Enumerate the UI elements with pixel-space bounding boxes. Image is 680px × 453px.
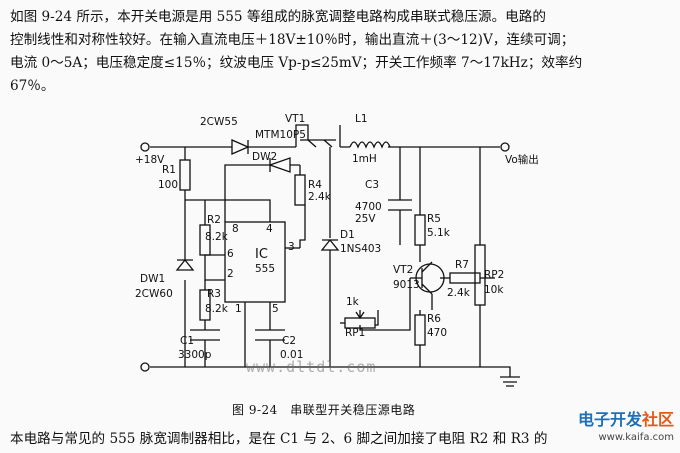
label-c1: C1 [180, 335, 194, 347]
circuit-wires [140, 124, 520, 387]
intro-line: 电流 0～5A；电压稳定度≤15％；纹波电压 Vp-p≤25mV；开关工作频率 … [10, 55, 583, 71]
figure-caption: 图 9-24 串联型开关稳压源电路 [232, 403, 416, 417]
bottom-paragraph: 本电路与常见的 555 脉宽调制器相比，是在 C1 与 2、6 脚之间加接了电阻… [10, 428, 674, 451]
label-vt1: VT1 [285, 113, 305, 125]
label-rp1-value: 1k [346, 296, 360, 308]
label-1ns403: 1NS403 [340, 243, 381, 255]
label-2cw60: 2CW60 [135, 288, 173, 300]
site-logo-part2: 社区 [641, 410, 674, 429]
label-r5-value: 5.1k [427, 227, 451, 239]
label-r7: R7 [455, 259, 469, 271]
label-pin8: 8 [232, 223, 239, 235]
label-dw1: DW1 [140, 273, 165, 285]
component-labels: 2CW55 VT1 MTM10P5 L1 1mH +18V Vo输出 R1 10… [135, 113, 539, 361]
label-r4-value: 2.4k [308, 191, 332, 203]
label-c2-value: 0.01 [280, 349, 303, 361]
label-r6-value: 470 [427, 327, 447, 339]
label-c3-value2: 25V [355, 213, 376, 225]
label-r3-value: 8.2k [205, 303, 229, 315]
label-pin2: 2 [227, 268, 234, 280]
site-logo-part1: 电子开发 [577, 410, 642, 429]
label-r3: R3 [207, 288, 221, 300]
label-c3-value1: 4700 [355, 201, 382, 213]
watermark: www.dltdl.com [246, 358, 377, 376]
label-mtm10p5: MTM10P5 [255, 129, 306, 141]
label-input: +18V [135, 154, 165, 166]
label-r1: R1 [162, 164, 176, 176]
intro-line: 如图 9-24 所示，本开关电源是用 555 等组成的脉宽调整电路构成串联式稳压… [10, 9, 546, 25]
label-r4: R4 [308, 179, 322, 191]
label-r6: R6 [427, 313, 441, 325]
label-rp1: RP1 [345, 327, 365, 339]
label-pin5: 5 [272, 303, 279, 315]
site-logo[interactable]: 电子开发社区 [578, 406, 674, 430]
label-2cw55: 2CW55 [200, 116, 238, 128]
label-r7-value: 2.4k [447, 287, 471, 299]
label-pin3: 3 [288, 241, 295, 253]
label-c2: C2 [282, 335, 296, 347]
label-pin6: 6 [227, 248, 234, 260]
label-r5: R5 [427, 213, 441, 225]
label-pin1: 1 [235, 303, 242, 315]
label-ic: IC [255, 247, 268, 262]
site-url[interactable]: www.kaifa.com [598, 432, 674, 443]
label-555: 555 [255, 263, 275, 275]
label-r2: R2 [207, 214, 221, 226]
label-pin4: 4 [266, 223, 273, 235]
label-c1-value: 3300p [178, 349, 212, 361]
label-dw2: DW2 [252, 151, 277, 163]
bottom-line: 本电路与常见的 555 脉宽调制器相比，是在 C1 与 2、6 脚之间加接了电阻… [10, 431, 548, 447]
label-vt2: VT2 [393, 264, 413, 276]
label-rp2-value: 10k [484, 284, 504, 296]
label-rp2: RP2 [484, 269, 504, 281]
label-c3: C3 [365, 179, 379, 191]
intro-line: 控制线性和对称性较好。在输入直流电压＋18V±10％时，输出直流＋(3～12)V… [10, 32, 575, 48]
label-r1-value: 100 [158, 179, 178, 191]
label-d1: D1 [340, 229, 355, 241]
label-r2-value: 8.2k [205, 231, 229, 243]
label-9013: 9013 [393, 279, 420, 291]
label-1mh: 1mH [352, 153, 377, 165]
label-output: Vo输出 [505, 153, 539, 166]
label-l1: L1 [355, 113, 368, 125]
intro-line: 67％。 [10, 78, 55, 94]
intro-paragraph: 如图 9-24 所示，本开关电源是用 555 等组成的脉宽调整电路构成串联式稳压… [10, 6, 674, 98]
